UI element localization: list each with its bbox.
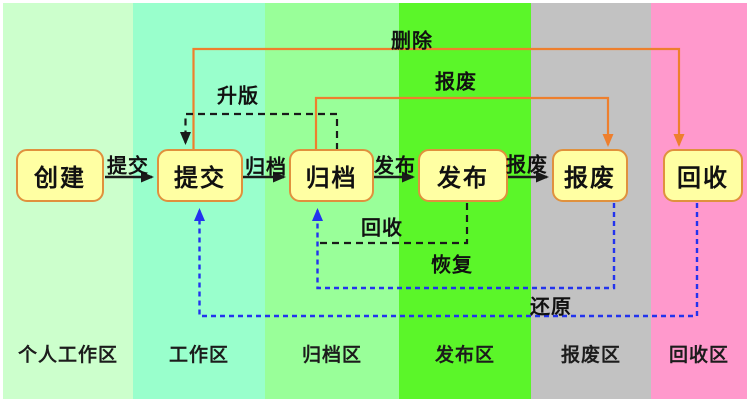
label-publish: 发布 [374,155,416,178]
label-delete: 删除 [391,30,433,53]
state-box-submit: 提交 [157,149,243,202]
zone-label-publish-area: 发布区 [434,345,495,366]
label-upgrade: 升版 [217,85,259,108]
state-box-recycle: 回收 [663,149,743,202]
label-recycle: 回收 [361,217,403,240]
zone-label-personal-workspace: 个人工作区 [17,345,118,366]
label-scrap: 报废 [506,154,548,177]
state-box-scrap: 报废 [552,149,628,202]
zone-label-archive-area: 归档区 [301,345,362,366]
state-box-publish: 发布 [418,149,508,202]
zone-label-scrap-area: 报废区 [560,345,621,366]
label-scrap-from-archive: 报废 [435,71,477,94]
label-revert: 还原 [530,296,572,319]
label-submit: 提交 [107,155,149,178]
label-archive: 归档 [245,156,287,179]
state-box-create: 创建 [16,149,104,202]
label-restore: 恢复 [431,254,473,277]
zone-label-recycle-area: 回收区 [668,345,729,366]
zone-label-workspace: 工作区 [168,345,229,366]
state-box-archive: 归档 [289,149,374,202]
